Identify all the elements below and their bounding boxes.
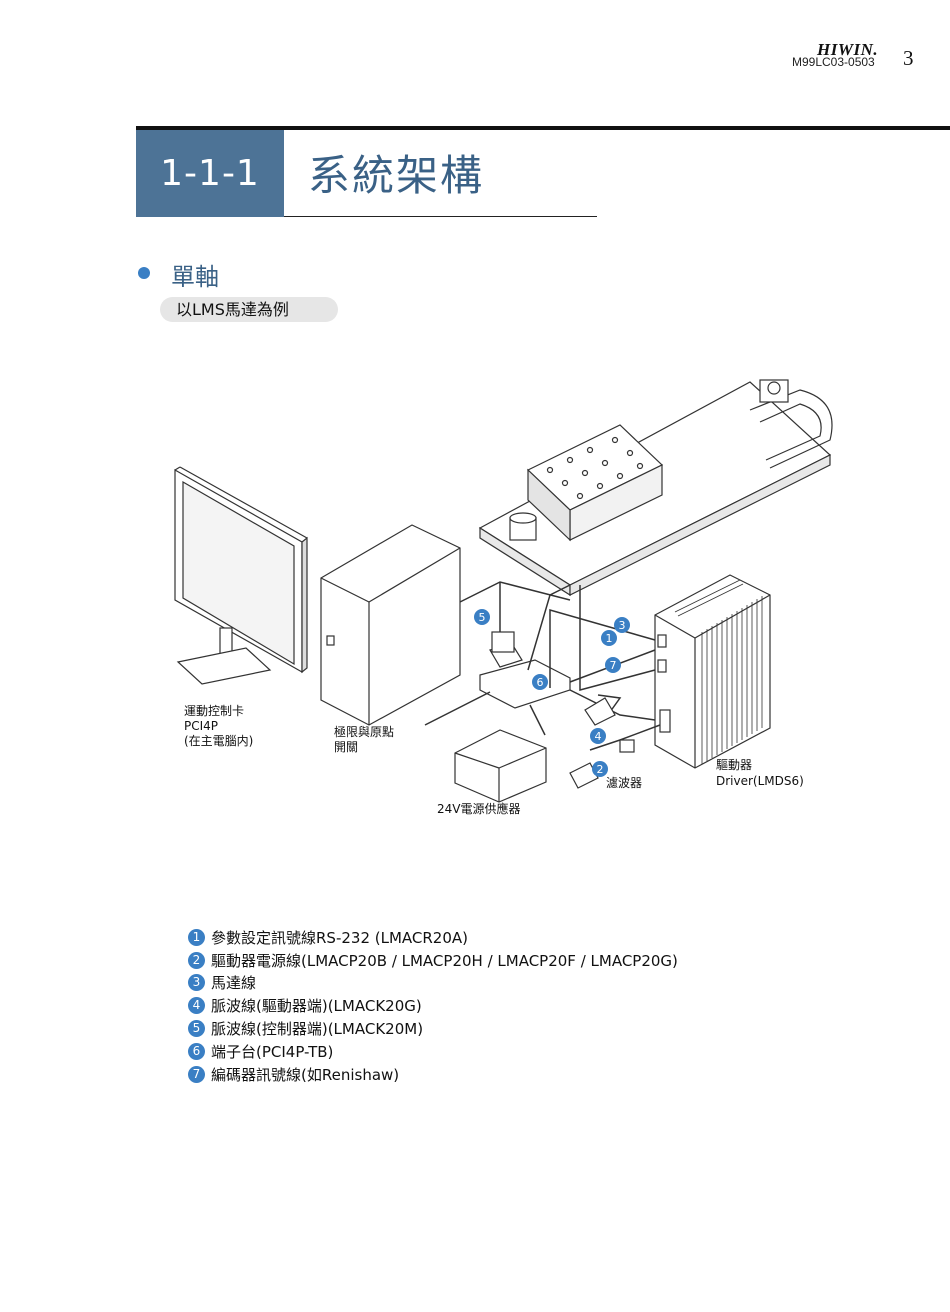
system-diagram: 5 3 1 7 6 4 2 (174, 379, 833, 803)
legend-number: 1 (188, 928, 205, 946)
power-plug-icon (569, 697, 635, 789)
cable-legend: 1 參數設定訊號線RS-232 (LMACR20A) 2 驅動器電源線(LMACP2… (188, 926, 678, 1086)
legend-number: 4 (188, 997, 205, 1015)
section-underline (284, 216, 597, 217)
label-driver-model: Driver(LMDS6) (716, 774, 804, 788)
marker-3: 3 (619, 619, 626, 632)
pc-tower-icon (320, 524, 461, 726)
section-top-rule (136, 126, 950, 130)
terminal-block-icon (479, 631, 571, 709)
legend-text: 編碼器訊號線(如Renishaw) (211, 1065, 400, 1084)
label-driver: 驅動器 (716, 758, 753, 772)
bullet-icon (138, 267, 150, 279)
marker-2: 2 (597, 763, 604, 776)
marker-5: 5 (479, 611, 486, 624)
marker-1: 1 (606, 632, 613, 645)
legend-item: 7 編碼器訊號線(如Renishaw) (188, 1063, 678, 1086)
label-controller-model: PCI4P (184, 719, 219, 733)
diagram-markers: 5 3 1 7 6 4 2 (474, 609, 630, 777)
document-code: M99LC03-0503 (792, 55, 875, 69)
label-power-supply: 24V電源供應器 (437, 802, 521, 816)
legend-item: 1 參數設定訊號線RS-232 (LMACR20A) (188, 926, 678, 949)
legend-text: 脈波線(控制器端)(LMACK20M) (211, 1020, 424, 1039)
brand-logo: HIWIN. (817, 40, 879, 59)
marker-4: 4 (595, 730, 602, 743)
marker-7: 7 (610, 659, 617, 672)
label-limit-switch: 極限與原點 (334, 725, 395, 739)
legend-text: 馬達線 (211, 974, 257, 993)
power-supply-icon (454, 729, 547, 803)
legend-text: 端子台(PCI4P-TB) (211, 1042, 334, 1061)
legend-text: 參數設定訊號線RS-232 (LMACR20A) (211, 928, 469, 947)
legend-item: 5 脈波線(控制器端)(LMACK20M) (188, 1017, 678, 1040)
driver-icon (654, 574, 771, 769)
legend-number: 7 (188, 1065, 205, 1083)
example-tag: 以LMS馬達為例 (160, 297, 338, 322)
section-number: 1-1-1 (136, 130, 284, 217)
legend-item: 3 馬達線 (188, 972, 678, 995)
label-controller-location: (在主電腦内) (184, 734, 254, 748)
legend-number: 5 (188, 1020, 205, 1038)
section-title: 系統架構 (308, 151, 485, 200)
legend-number: 6 (188, 1042, 205, 1060)
legend-number: 2 (188, 951, 205, 969)
label-limit-switch-2: 開關 (334, 740, 359, 754)
legend-item: 6 端子台(PCI4P-TB) (188, 1040, 678, 1063)
marker-6: 6 (537, 676, 544, 689)
label-controller-card: 運動控制卡 (184, 704, 245, 718)
legend-item: 4 脈波線(驅動器端)(LMACK20G) (188, 994, 678, 1017)
legend-text: 脈波線(驅動器端)(LMACK20G) (211, 997, 422, 1016)
legend-number: 3 (188, 974, 205, 992)
linear-stage-icon (478, 379, 833, 597)
subheading: 單軸 (171, 263, 219, 291)
page-number: 3 (903, 46, 914, 70)
legend-item: 2 驅動器電源線(LMACP20B / LMACP20H / LMACP20F /… (188, 949, 678, 972)
legend-text: 驅動器電源線(LMACP20B / LMACP20H / LMACP20F / … (211, 951, 678, 970)
label-filter: 濾波器 (606, 776, 643, 790)
monitor-icon (174, 466, 308, 685)
